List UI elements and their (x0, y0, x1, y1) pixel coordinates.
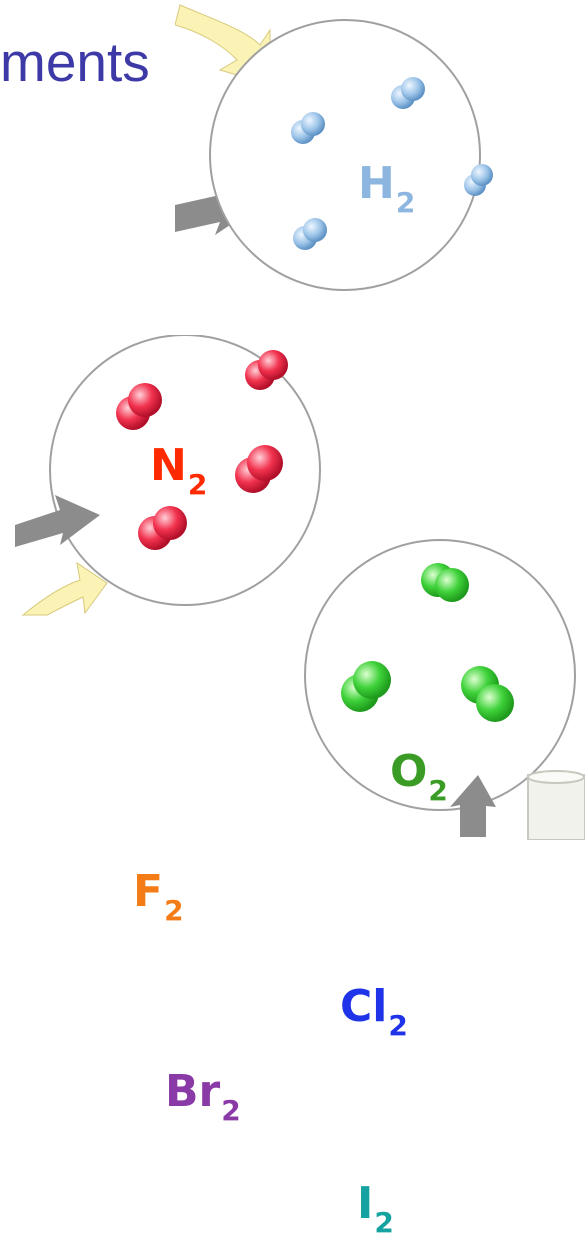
o2-molecule-icon (421, 563, 469, 602)
gray-arrow-icon (15, 495, 100, 547)
cl2-formula: Cl2 (340, 981, 408, 1042)
o2-molecule-icon (341, 661, 391, 712)
h2-molecule-icon (291, 112, 325, 144)
h2-formula: H2 (358, 158, 416, 219)
n2-molecule-icon (116, 383, 162, 430)
o2-panel (304, 539, 585, 840)
h2-panel (175, 4, 493, 291)
h2-molecule-icon (391, 77, 425, 109)
br2-formula: Br2 (165, 1066, 241, 1127)
n2-bubble (49, 335, 321, 606)
i2-formula: I2 (357, 1178, 394, 1239)
title-fragment: ments (0, 31, 150, 93)
o2-formula: O2 (390, 746, 448, 807)
f2-formula: F2 (133, 866, 184, 927)
h2-molecule-icon (464, 164, 493, 196)
o2-molecule-icon (461, 666, 514, 722)
n2-molecule-icon (235, 445, 283, 493)
n2-molecule-icon (245, 350, 288, 390)
n2-panel (15, 335, 321, 616)
gray-arrow-icon (450, 775, 496, 837)
n2-formula: N2 (150, 440, 208, 501)
h2-molecule-icon (293, 218, 327, 250)
h2-bubble (209, 19, 481, 291)
beaker-icon (527, 770, 585, 840)
o2-bubble (304, 539, 576, 811)
yellow-arrow-icon (21, 561, 108, 616)
n2-molecule-icon (138, 506, 187, 550)
